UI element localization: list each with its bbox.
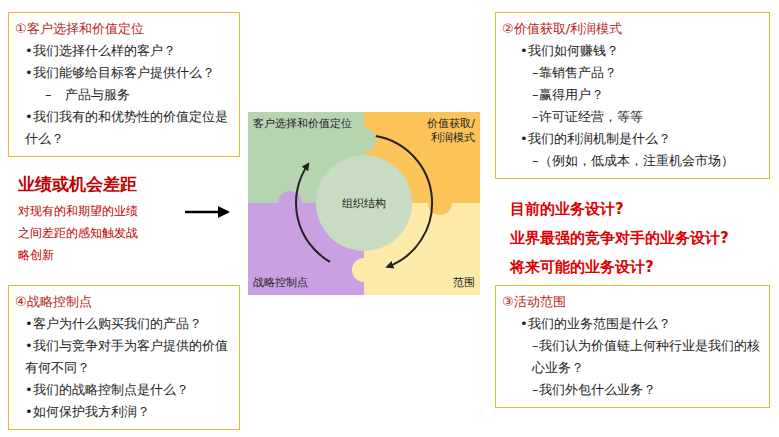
puzzle-tab [352, 128, 376, 152]
box-heading: ①客户选择和价值定位 [15, 18, 231, 40]
box-text: •我们选择什么样的客户？ [15, 40, 231, 62]
box-text: 战略控制点 [253, 276, 308, 290]
box-text: 范围 [453, 276, 475, 290]
puzzle-tab [352, 258, 376, 282]
box-text: –我们认为价值链上何种行业是我们的核心业务？ [502, 335, 761, 379]
design-question: 业界最强的竞争对手的业务设计? [510, 226, 772, 250]
design-question: 目前的业务设计? [510, 197, 772, 221]
gap-note: 对现有的和期望的业绩之间差距的感知触发战略创新 [18, 200, 142, 266]
box-text: –赢得用户？ [502, 84, 761, 106]
box-text: •我们的利润机制是什么？ [502, 128, 761, 150]
box-text: –（例如，低成本，注重机会市场） [502, 150, 761, 172]
trigger-arrow [185, 211, 228, 214]
box-text: •如何保护我方利润？ [15, 401, 231, 423]
box-text: – 产品与服务 [15, 84, 231, 106]
text-box: ④战略控制点•客户为什么购买我们的产品？•我们与竞争对手为客户提供的价值有何不同… [8, 285, 240, 430]
box-text: •我们能够给目标客户提供什么？ [15, 62, 231, 84]
puzzle-tab [278, 191, 302, 215]
box-text: 客户选择和价值定位 [253, 117, 352, 131]
cycle-arrow [296, 164, 330, 262]
box-text: •我们我有的和优势性的价值定位是什么？ [15, 106, 231, 150]
box-heading: ④战略控制点 [15, 291, 231, 313]
box-heading: ②价值获取/利润模式 [502, 18, 761, 40]
box-text: 价值获取/利润模式 [421, 117, 475, 145]
box-text: •我们的业务范围是什么？ [502, 313, 761, 335]
box-text: –靠销售产品？ [502, 62, 761, 84]
text-box: ③活动范围•我们的业务范围是什么？–我们认为价值链上何种行业是我们的核心业务？–… [495, 285, 770, 408]
center-circle: 组织结构 [316, 155, 412, 251]
box-heading: ③活动范围 [502, 291, 761, 313]
box-text: 组织结构 [342, 196, 386, 211]
box-text: •我们与竞争对手为客户提供的价值有何不同？ [15, 335, 231, 379]
text-box: ①客户选择和价值定位•我们选择什么样的客户？•我们能够给目标客户提供什么？– 产… [8, 12, 240, 157]
gap-heading: 业绩或机会差距 [18, 172, 218, 196]
box-text: •客户为什么购买我们的产品？ [15, 313, 231, 335]
text-box: ②价值获取/利润模式•我们如何赚钱？–靠销售产品？–赢得用户？–许可证经营，等等… [495, 12, 770, 179]
box-text: –我们外包什么业务？ [502, 379, 761, 401]
cycle-arrow [376, 136, 432, 267]
design-question: 将来可能的业务设计? [510, 255, 772, 279]
box-text: •我们的战略控制点是什么？ [15, 379, 231, 401]
box-text: –许可证经营，等等 [502, 106, 761, 128]
box-text: •我们如何赚钱？ [502, 40, 761, 62]
